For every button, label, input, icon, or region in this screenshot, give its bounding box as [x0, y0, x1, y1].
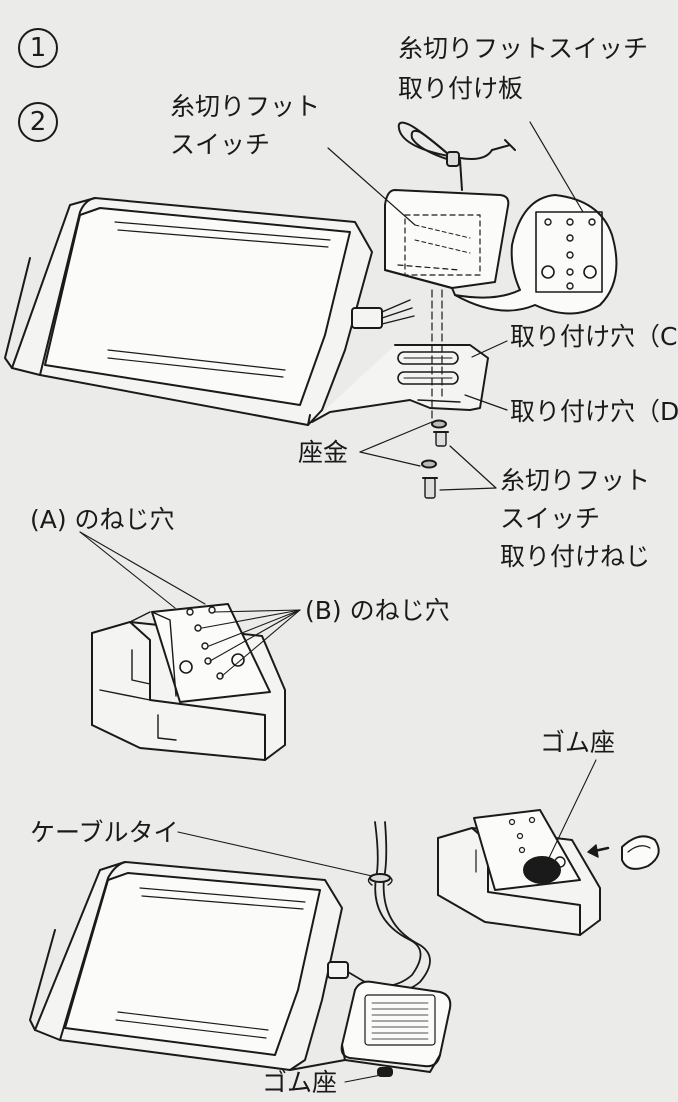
- mounting-base-plate: [311, 344, 489, 423]
- bottom-leader-lines: [177, 831, 387, 1083]
- step2-leader-lines: [327, 121, 584, 491]
- label-screw-hole-a: (A) のねじ穴: [30, 505, 175, 534]
- label-cable-tie: ケーブルタイ: [30, 818, 179, 847]
- rubber-pad-attach: [437, 759, 660, 936]
- step-1-marker: 1: [18, 28, 58, 68]
- label-mount-plate-line1: 糸切りフットスイッチ: [398, 34, 649, 63]
- label-screw-line1: 糸切りフット: [500, 466, 651, 495]
- main-foot-pedal-bottom: [29, 821, 452, 1077]
- bracket-with-screw-holes: [91, 603, 286, 761]
- label-washer: 座金: [298, 438, 349, 467]
- foot-switch-box: [384, 121, 516, 421]
- label-foot-switch-line2: スイッチ: [170, 130, 271, 159]
- washers-and-screws: [421, 419, 449, 499]
- label-rubber-pad-bottom: ゴム座: [262, 1068, 338, 1097]
- label-rubber-pad-top: ゴム座: [540, 728, 616, 757]
- step-2-marker: 2: [18, 102, 58, 142]
- label-mount-plate-line2: 取り付け板: [398, 74, 524, 103]
- label-foot-switch-line1: 糸切りフット: [170, 92, 321, 121]
- mount-plate-zoom: [454, 194, 618, 315]
- label-screw-line3: 取り付けねじ: [500, 542, 651, 571]
- screw-hole-leaders: [79, 531, 301, 677]
- label-hole-c: 取り付け穴（C）: [510, 322, 678, 351]
- label-hole-d: 取り付け穴（D）: [510, 397, 678, 426]
- label-screw-line2: スイッチ: [500, 504, 601, 533]
- main-foot-pedal-top: [4, 197, 415, 426]
- label-screw-hole-b: (B) のねじ穴: [305, 596, 450, 625]
